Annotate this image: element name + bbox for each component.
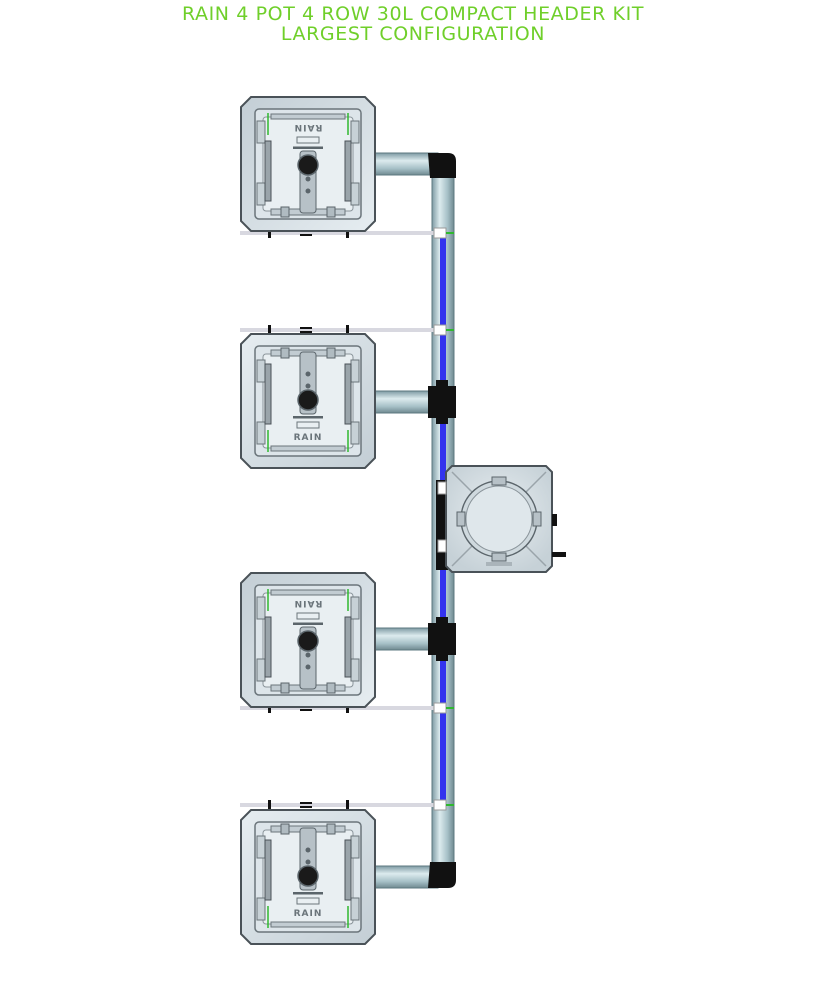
elbow-bottom [428, 862, 456, 888]
pot-2 [240, 333, 376, 469]
elbow-top [428, 153, 456, 178]
level-fitting [552, 514, 557, 526]
pot-4 [240, 809, 376, 945]
diagram-title: RAIN 4 POT 4 ROW 30L COMPACT HEADER KIT … [0, 4, 826, 44]
pot-1 [240, 96, 376, 232]
drip-lines [240, 227, 454, 811]
branch-pipe-1 [371, 152, 439, 176]
title-line-1: RAIN 4 POT 4 ROW 30L COMPACT HEADER KIT [181, 3, 645, 25]
branch-pipe-4 [371, 865, 439, 889]
title-line-2: LARGEST CONFIGURATION [280, 23, 546, 45]
drain-fitting [552, 552, 566, 557]
reservoir-30l [437, 465, 566, 573]
pot-3 [240, 572, 376, 708]
